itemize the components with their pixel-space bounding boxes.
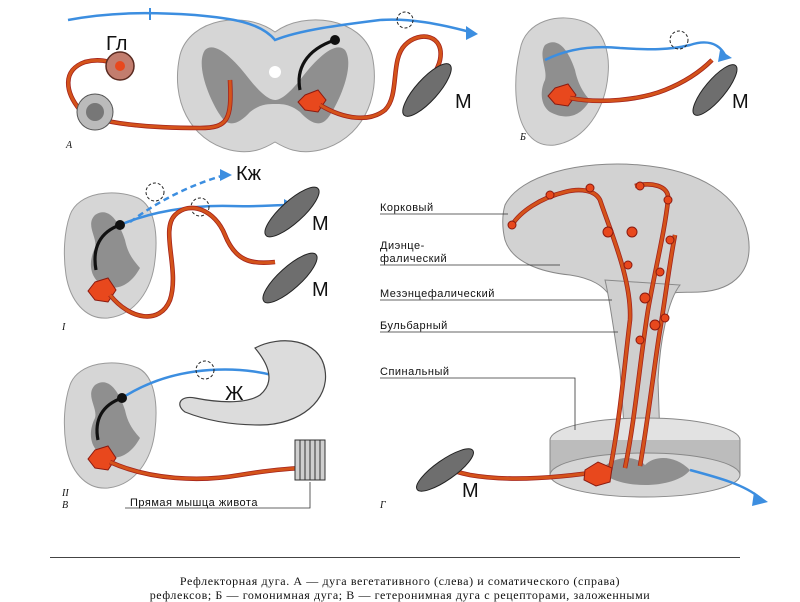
synapse-marker-i2 bbox=[190, 197, 210, 217]
node-14 bbox=[660, 313, 670, 323]
label-zh: Ж bbox=[225, 383, 244, 405]
caption-line-2: рефлексов; Б — гомонимная дуга; В — гете… bbox=[149, 588, 651, 602]
interneuron-ii bbox=[95, 396, 123, 441]
muscle-a bbox=[402, 63, 452, 117]
node-9 bbox=[623, 260, 633, 270]
interneuron-i bbox=[93, 223, 121, 271]
motor-neuron-a bbox=[297, 89, 327, 113]
afferent-i bbox=[119, 203, 291, 227]
node-4 bbox=[635, 181, 645, 191]
panel-letter-ii: II bbox=[61, 488, 69, 499]
panel-a: Гл М А bbox=[65, 8, 478, 153]
rectus-muscle-block bbox=[294, 439, 326, 481]
panel-i: Кж М М I bbox=[61, 163, 329, 333]
level-bulbar: Бульбарный bbox=[380, 320, 448, 332]
node-12 bbox=[649, 319, 661, 331]
caption-line-1: Рефлекторная дуга. А — дуга вегетативног… bbox=[179, 574, 621, 588]
receptor-a bbox=[466, 26, 478, 40]
muscle-i-upper bbox=[264, 186, 320, 238]
interneuron-a bbox=[297, 38, 336, 91]
afferent-a bbox=[67, 11, 471, 42]
level-cortical: Корковый bbox=[380, 202, 434, 214]
node-7 bbox=[626, 226, 638, 238]
leader-spinal bbox=[380, 377, 576, 430]
panel-letter-g: Г bbox=[379, 500, 386, 511]
label-gl: Гл bbox=[106, 33, 127, 55]
label-m-i1: М bbox=[312, 213, 329, 235]
muscle-b bbox=[692, 64, 738, 116]
node-3 bbox=[585, 183, 595, 193]
node-11 bbox=[639, 292, 651, 304]
label-m-a: М bbox=[455, 91, 472, 113]
afferent-b bbox=[544, 41, 727, 62]
level-diencephalic-2: фалический bbox=[380, 253, 447, 265]
receptor-kzh bbox=[220, 169, 232, 181]
receptor-b bbox=[718, 50, 732, 62]
stomach bbox=[179, 340, 327, 426]
muscle-g bbox=[416, 448, 474, 492]
grey-matter-i bbox=[90, 212, 140, 288]
node-8 bbox=[665, 235, 675, 245]
panel-b: М Б bbox=[515, 17, 749, 146]
reflex-arc-diagram: Гл М А М Б bbox=[61, 8, 768, 511]
node-1 bbox=[507, 220, 517, 230]
path-diencephalic bbox=[623, 182, 670, 469]
ganglion-neuron bbox=[115, 61, 125, 71]
receptor-g bbox=[752, 492, 768, 506]
node-6 bbox=[602, 226, 614, 238]
label-m-b: М bbox=[732, 91, 749, 113]
grey-matter-g bbox=[600, 458, 690, 485]
muscle-i-lower bbox=[262, 252, 318, 304]
synapse-marker-a bbox=[396, 11, 414, 29]
panel-letter-a: А bbox=[65, 140, 73, 151]
caption-divider bbox=[50, 557, 740, 558]
interneuron-i-body bbox=[115, 220, 125, 230]
panel-letter-i: I bbox=[61, 322, 66, 333]
efferent-i bbox=[108, 206, 276, 318]
node-13 bbox=[635, 335, 645, 345]
interneuron-ii-body bbox=[117, 393, 127, 403]
synapse-marker-i1 bbox=[145, 182, 165, 202]
label-kzh: Кж bbox=[236, 163, 262, 185]
synapse-marker-ii bbox=[195, 360, 215, 380]
interneuron-a-body bbox=[330, 35, 340, 45]
level-mesencephalic: Мезэнцефалический bbox=[380, 288, 495, 300]
node-2 bbox=[545, 190, 555, 200]
label-rectus-muscle: Прямая мышца живота bbox=[130, 497, 258, 509]
efferent-ii bbox=[109, 460, 311, 481]
grey-matter-ii bbox=[90, 382, 140, 458]
synapse-marker-b bbox=[669, 30, 689, 50]
central-canal-a bbox=[269, 66, 281, 78]
motor-neuron-g bbox=[583, 461, 613, 487]
organ-rosette-core bbox=[86, 103, 104, 121]
efferent-b bbox=[569, 58, 714, 103]
leader-muscle bbox=[125, 482, 311, 509]
panel-g: М Корковый Диэнце- фалический Мезэнцефал… bbox=[379, 163, 768, 511]
motor-neuron-ii bbox=[87, 445, 117, 471]
motor-neuron-b bbox=[547, 83, 577, 107]
panel-letter-b: Б bbox=[519, 132, 526, 143]
panel-letter-v: В bbox=[62, 500, 68, 511]
path-mesencephalic bbox=[638, 234, 677, 467]
label-m-i2: М bbox=[312, 279, 329, 301]
afferent-dashed-kzh bbox=[129, 173, 226, 224]
node-10 bbox=[655, 267, 665, 277]
level-spinal: Спинальный bbox=[380, 366, 450, 378]
node-5 bbox=[663, 195, 673, 205]
level-nodes bbox=[507, 181, 675, 345]
figure-caption: Рефлекторная дуга. А — дуга вегетативног… bbox=[12, 574, 788, 602]
level-diencephalic-1: Диэнце- bbox=[380, 240, 425, 252]
panel-ii: Ж Прямая мышца живота II В bbox=[61, 340, 327, 511]
label-m-g: М bbox=[462, 480, 479, 502]
